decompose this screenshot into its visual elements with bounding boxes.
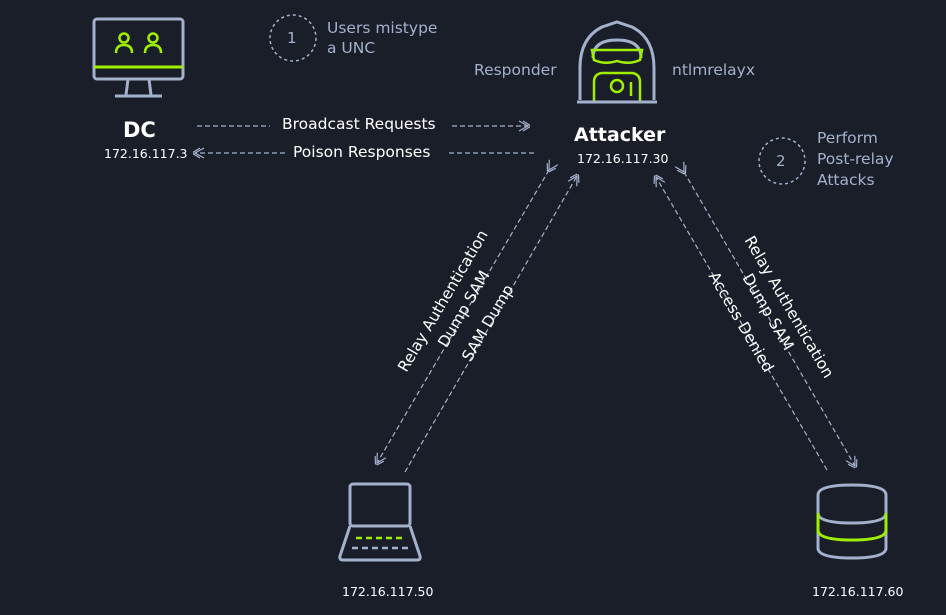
step-2-number: 2 [776,152,786,170]
step-1-text: Users mistype a UNC [327,19,438,57]
server-ip: 172.16.117.60 [812,584,904,599]
step-2-circle [758,137,806,185]
monitor-icon [92,17,185,98]
step-1-circle [269,14,317,62]
hacker-icon [577,20,657,104]
laptop-ip: 172.16.117.50 [342,584,434,599]
attacker-ip: 172.16.117.30 [577,151,669,166]
ntlmrelayx-label: ntlmrelayx [672,61,756,79]
database-icon [816,483,888,560]
step-2-text: Perform Post-relay Attacks [817,129,894,189]
dc-ip: 172.16.117.3 [104,146,188,161]
step-1-number: 1 [287,29,297,47]
left-relay-arrows [377,170,577,473]
poison-label: Poison Responses [293,143,431,161]
responder-label: Responder [474,61,557,79]
right-relay-arrows [656,172,855,471]
broadcast-label: Broadcast Requests [282,115,436,133]
laptop-icon [338,482,422,562]
attacker-label: Attacker [574,124,666,146]
dc-label: DC [123,118,156,142]
